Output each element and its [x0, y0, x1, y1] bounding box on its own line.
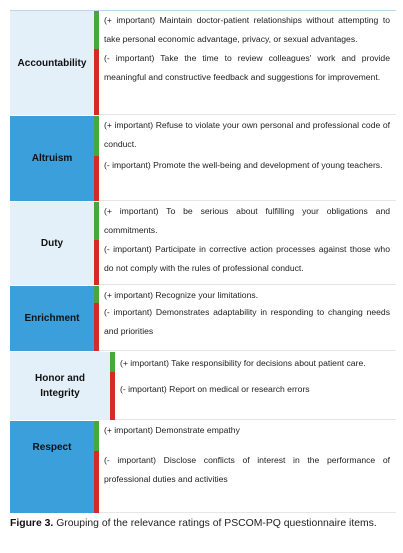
row-label: Honor and Integrity: [10, 352, 110, 420]
plus-important-statement: (+ important) Demonstrate empathy: [104, 425, 240, 435]
table-row-respect: Respect (+ important) Demonstrate empath…: [10, 421, 396, 514]
figure-label: Figure 3.: [10, 518, 54, 529]
row-label: Accountability: [10, 11, 94, 115]
row-label: Duty: [10, 202, 94, 285]
importance-bars: [94, 116, 99, 201]
table-row-honor-and-integrity: Honor and Integrity (+ important) Take r…: [10, 352, 396, 421]
plus-important-bar: [94, 421, 99, 451]
plus-important-bar: [94, 11, 99, 49]
plus-important-bar: [110, 352, 115, 372]
minus-important-bar: [94, 451, 99, 513]
table-row-altruism: Altruism (+ important) Refuse to violate…: [10, 116, 396, 202]
figure-caption: Figure 3. Grouping of the relevance rati…: [10, 517, 396, 530]
statements: (+ important) Refuse to violate your own…: [99, 116, 396, 201]
minus-important-statement: (- important) Disclose conflicts of inte…: [104, 455, 390, 484]
plus-important-bar: [94, 286, 99, 303]
plus-important-bar: [94, 202, 99, 240]
plus-important-statement: (+ important) Take responsibility for de…: [120, 358, 366, 368]
minus-important-bar: [94, 49, 99, 115]
minus-important-bar: [94, 303, 99, 351]
importance-bars: [94, 286, 99, 351]
importance-bars: [110, 352, 115, 420]
minus-important-bar: [110, 372, 115, 420]
row-label: Altruism: [10, 116, 94, 201]
statements: (+ important) Recognize your limitations…: [99, 286, 396, 351]
statements: (+ important) To be serious about fulfil…: [99, 202, 396, 285]
table-row-duty: Duty (+ important) To be serious about f…: [10, 202, 396, 286]
plus-important-statement: (+ important) Maintain doctor-patient re…: [104, 15, 390, 44]
importance-bars: [94, 11, 99, 115]
importance-bars: [94, 421, 99, 513]
minus-important-statement: (- important) Demonstrates adaptability …: [104, 307, 390, 336]
plus-important-statement: (+ important) To be serious about fulfil…: [104, 206, 390, 235]
plus-important-statement: (+ important) Refuse to violate your own…: [104, 120, 390, 149]
minus-important-bar: [94, 156, 99, 201]
plus-important-statement: (+ important) Recognize your limitations…: [104, 290, 259, 300]
table-row-enrichment: Enrichment (+ important) Recognize your …: [10, 286, 396, 352]
statements: (+ important) Demonstrate empathy (- imp…: [99, 421, 396, 513]
caption-text: Grouping of the relevance ratings of PSC…: [56, 518, 377, 529]
minus-important-statement: (- important) Report on medical or resea…: [120, 384, 310, 394]
relevance-table: Accountability (+ important) Maintain do…: [10, 10, 396, 514]
row-label: Respect: [10, 421, 94, 513]
minus-important-statement: (- important) Participate in corrective …: [104, 244, 390, 273]
statements: (+ important) Maintain doctor-patient re…: [99, 11, 396, 115]
statements: (+ important) Take responsibility for de…: [115, 352, 396, 420]
row-label: Enrichment: [10, 286, 94, 351]
importance-bars: [94, 202, 99, 285]
minus-important-bar: [94, 240, 99, 285]
minus-important-statement: (- important) Take the time to review co…: [104, 53, 390, 82]
minus-important-statement: (- important) Promote the well-being and…: [104, 160, 383, 170]
plus-important-bar: [94, 116, 99, 156]
table-row-accountability: Accountability (+ important) Maintain do…: [10, 11, 396, 116]
